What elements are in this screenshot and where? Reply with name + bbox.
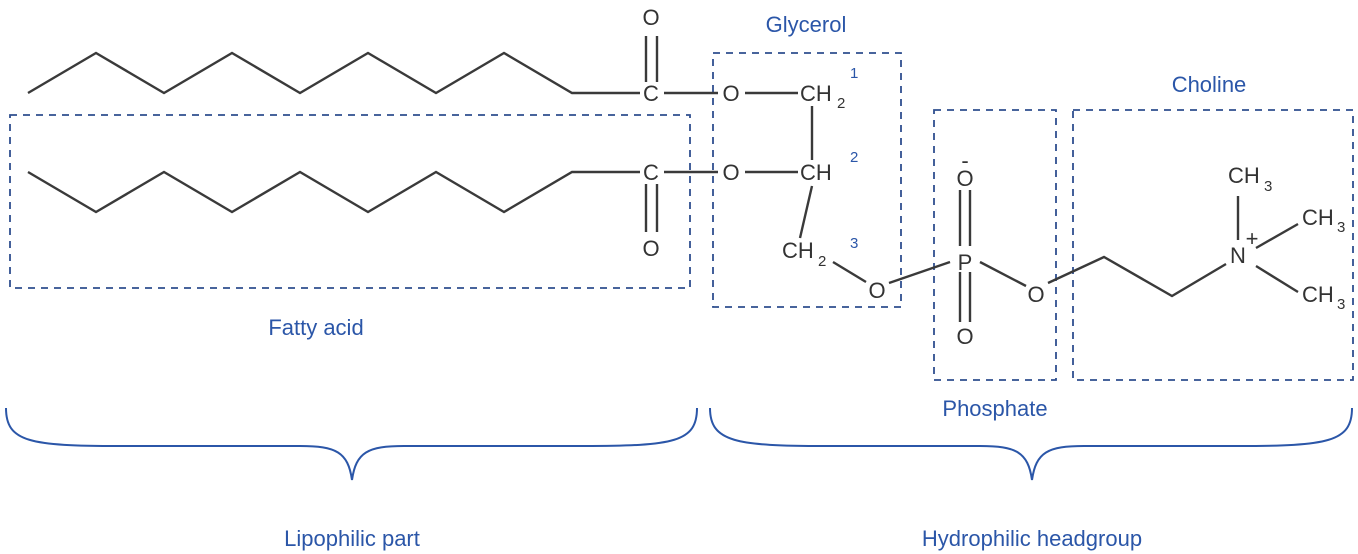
atom-o-link1: O	[868, 278, 885, 303]
atom-ch2-top-sub: 2	[837, 95, 845, 112]
choline-box	[1072, 109, 1354, 381]
atom-c-top: C	[643, 81, 659, 106]
atom-p: P	[958, 250, 973, 275]
fatty-acid-box	[9, 114, 691, 289]
atom-o-pbottom: O	[956, 324, 973, 349]
atom-ch2-low: CH	[782, 238, 814, 263]
label-glycerol: Glycerol	[766, 12, 847, 37]
p-o-right-bond	[979, 260, 1027, 288]
brace-lipophilic	[5, 407, 698, 481]
atom-ch3-a: CH	[1228, 163, 1260, 188]
atom-o-top: O	[642, 5, 659, 30]
atom-n: N	[1230, 243, 1246, 268]
atom-ch2-low-sub: 2	[818, 253, 826, 270]
glycerol-c2-c3	[798, 185, 814, 239]
atom-ch3-c: CH	[1302, 282, 1334, 307]
label-lipophilic: Lipophilic part	[284, 526, 420, 551]
brace-hydrophilic	[709, 407, 1353, 481]
choline-chain	[1047, 255, 1227, 298]
phosphate-box	[933, 109, 1057, 381]
glycerol-c3-o	[832, 260, 867, 284]
atom-o-ester1: O	[722, 81, 739, 106]
atom-ch3-a-sub: 3	[1264, 178, 1272, 195]
position-2: 2	[850, 149, 858, 166]
o-p-bond	[888, 260, 951, 285]
label-phosphate: Phosphate	[942, 396, 1047, 421]
plus-sign: +	[1246, 226, 1259, 251]
fatty-acid-chain-top	[27, 51, 640, 95]
atom-ch3-c-sub: 3	[1337, 296, 1345, 313]
atom-ch3-b-sub: 3	[1337, 219, 1345, 236]
atom-o-ester2: O	[722, 160, 739, 185]
label-fatty-acid: Fatty acid	[268, 315, 363, 340]
fatty-acid-chain-bottom	[27, 170, 640, 214]
label-choline: Choline	[1172, 72, 1247, 97]
atom-ch3-b: CH	[1302, 205, 1334, 230]
position-3: 3	[850, 235, 858, 252]
glycerol-box	[712, 52, 902, 308]
atom-ch-mid: CH	[800, 160, 832, 185]
minus-sign: -	[961, 148, 968, 173]
atom-ch2-top: CH	[800, 81, 832, 106]
label-hydrophilic: Hydrophilic headgroup	[922, 526, 1142, 551]
atom-o-link2: O	[1027, 282, 1044, 307]
atom-o-minus: O	[956, 166, 973, 191]
n-ch3-right-bond	[1255, 222, 1299, 250]
atom-o-bottom: O	[642, 236, 659, 261]
position-1: 1	[850, 65, 858, 82]
atom-c-mid: C	[643, 160, 659, 185]
n-ch3-down-bond	[1255, 264, 1299, 294]
